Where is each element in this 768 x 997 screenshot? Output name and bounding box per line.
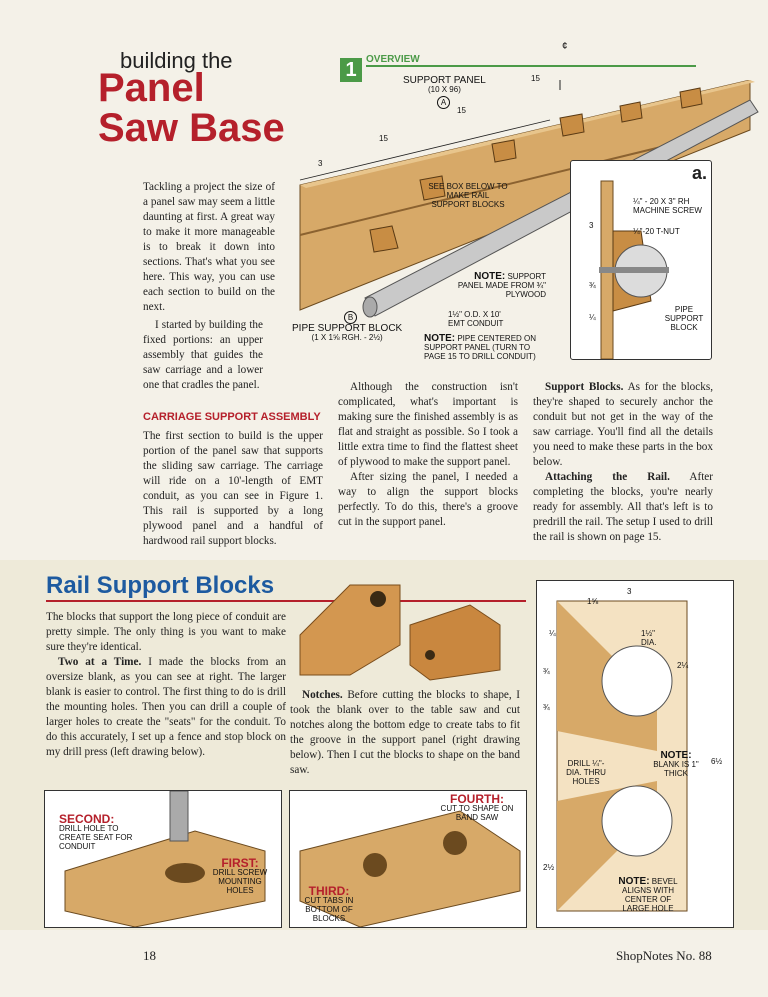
rail-text: The blocks that support the long piece o… [46,610,286,760]
drill-holes-note: DRILL ¼"-DIA. THRU HOLES [566,759,606,786]
page-title: Panel Saw Base [98,68,285,148]
callout-b: B [344,311,357,324]
blocks-photo [299,584,501,681]
dim-3-right: 3 [627,587,632,596]
dim-a-3: 3 [589,221,594,230]
intro-text: Tackling a project the size of a panel s… [143,180,275,315]
col2-paragraph-2: After sizing the panel, I needed a way t… [338,471,518,528]
first-step: FIRST: DRILL SCREW MOUNTING HOLES [212,856,268,895]
title-line-1: Panel [98,66,205,110]
notches-text: Notches. Before cutting the blocks to sh… [290,688,520,778]
column-2: Although the construction isn't complica… [338,380,518,530]
tablesaw-drawing-box: FOURTH: CUT TO SHAPE ON BAND SAW THIRD: … [289,790,527,928]
machine-screw-label: ¼" - 20 x 3" Rh MACHINE SCREW [633,197,702,215]
rail-block [679,87,703,109]
page-number: 18 [143,948,156,963]
dim-612: 6½ [711,757,723,766]
plywood-note: NOTE: SUPPORT PANEL MADE FROM ¾" PLYWOOD [457,271,546,300]
rail-paragraph-1: The blocks that support the long piece o… [46,611,286,653]
blank-note: NOTE: BLANK IS 1" THICK [653,750,699,779]
figure-label: OVERVIEW [366,54,696,67]
carriage-paragraph: The first section to build is the upper … [143,430,323,547]
conduit-label: 1½" O.D. x 10' EMT CONDUIT [448,310,504,328]
col2-paragraph-1: Although the construction isn't complica… [338,381,518,468]
pipe-block-label: PIPE SUPPORT BLOCK (1 x 1⅝ rgh. - 2½) [292,323,403,343]
layout-drawing-box: 3 1⅝ ¼ ¾ ¾ 1½" DIA. 2¼ 6½ 2½ DRILL ¼"-DI… [536,580,734,928]
intro-paragraph-1: Tackling a project the size of a panel s… [143,181,275,313]
fourth-step: FOURTH: CUT TO SHAPE ON BAND SAW [440,792,514,822]
dim-3: 3 [318,159,323,168]
see-box-note: SEE BOX BELOW TO MAKE RAIL SUPPORT BLOCK… [428,182,508,209]
dim-15-a: 15 [531,74,540,83]
column-3: Support Blocks. As for the blocks, they'… [533,380,713,545]
intro-paragraph-2: I started by building the fixed portions… [143,319,263,391]
title-kicker: building the [120,48,233,73]
layout-drawing [556,600,688,912]
centerline-mark: ¢ [562,41,568,52]
notches-paragraph: Notches. Before cutting the blocks to sh… [290,689,520,776]
pipe-block-label-a: PIPE SUPPORT BLOCK [664,305,704,332]
dim-a-34: ¾ [589,281,596,290]
detail-a-box: a. ¼" - 20 x 3" Rh MACHINE SCREW ¼"-20 T… [570,160,712,360]
col3-paragraph-1: Support Blocks. As for the blocks, they'… [533,381,713,468]
dim-14-right: ¼ [549,629,556,638]
magazine-issue: ShopNotes No. 88 [616,948,712,963]
rail-paragraph-2: Two at a Time. I made the blocks from an… [46,656,286,758]
carriage-column: CARRIAGE SUPPORT ASSEMBLY The first sect… [143,400,323,549]
dim-112-dia: 1½" DIA. [641,629,657,647]
dim-214: 2¼ [677,661,689,670]
drill-drawing [64,791,266,927]
overview-illustration [299,80,759,318]
dim-212: 2½ [543,863,555,872]
col3-paragraph-2: Attaching the Rail. After completing the… [533,471,713,543]
carriage-heading: CARRIAGE SUPPORT ASSEMBLY [143,411,321,423]
third-step: THIRD: CUT TABS IN BOTTOM OF BLOCKS [304,884,354,923]
rail-block [369,225,399,253]
rail-block [419,175,446,201]
detail-a-drawing [599,180,669,359]
rail-section-rule [46,600,526,602]
second-step: SECOND: DRILL HOLE TO CREATE SEAT FOR CO… [59,812,133,851]
drill-drawing-box: SECOND: DRILL HOLE TO CREATE SEAT FOR CO… [44,790,282,928]
dim-a-14: ¼ [589,313,596,322]
rail-block [491,139,517,163]
rail-block [619,101,643,123]
figure-number: 1 [340,58,362,82]
dim-15-c: 15 [379,134,388,143]
support-panel-label: SUPPORT PANEL (10 x 96) [403,75,486,95]
detail-a-label: a. [691,163,707,183]
dim-158: 1⅝ [587,597,599,606]
dim-34-b: ¾ [543,703,550,712]
dim-34-a: ¾ [543,667,550,676]
dim-15-b: 15 [457,106,466,115]
tablesaw-drawing [299,810,521,927]
tnut-label: ¼"-20 T-NUT [633,227,680,236]
rail-block [559,113,585,137]
callout-a: A [437,96,450,109]
rail-section-title: Rail Support Blocks [46,572,275,599]
bevel-note: NOTE: BEVEL ALIGNS WITH CENTER OF LARGE … [618,876,678,914]
title-line-2: Saw Base [98,106,285,150]
intro-text-2: I started by building the fixed portions… [143,318,323,393]
pipe-centered-note: NOTE: PIPE CENTERED ON SUPPORT PANEL (TU… [424,333,537,362]
